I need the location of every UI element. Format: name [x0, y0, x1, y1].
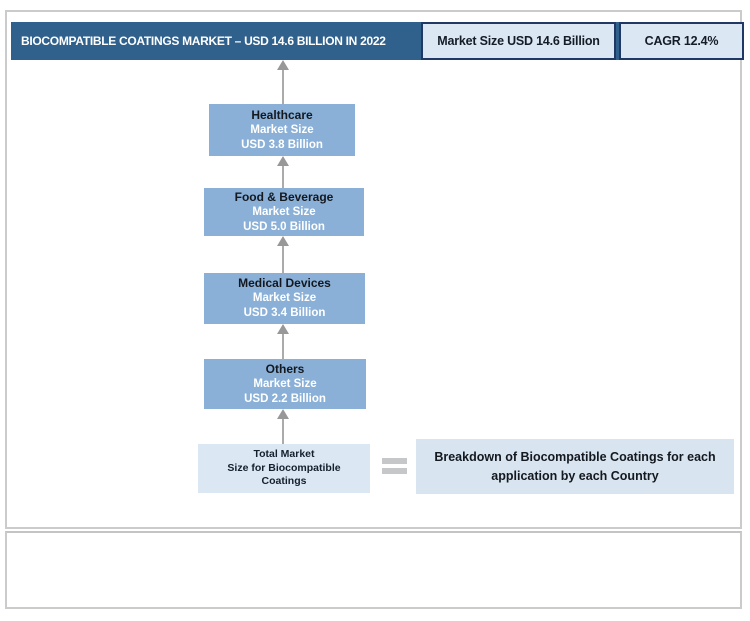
- market-size-badge: Market Size USD 14.6 Billion: [421, 22, 616, 60]
- up-arrow-head: [277, 60, 289, 70]
- footer-panel: [5, 531, 742, 609]
- flow-box-title: Food & Beverage: [234, 189, 334, 204]
- total-market-line: Total Market: [253, 448, 315, 461]
- up-arrow-head: [277, 324, 289, 334]
- flow-box-market-size-label: Market Size: [252, 205, 316, 218]
- total-market-line: Size for Biocompatible: [227, 461, 341, 474]
- flow-box-market-size-label: Market Size: [252, 292, 317, 305]
- up-arrow-shaft: [282, 334, 284, 359]
- flow-box-healthcare: Healthcare Market Size USD 3.8 Billion: [209, 104, 355, 156]
- equals-icon: [382, 458, 407, 474]
- cagr-badge: CAGR 12.4%: [619, 22, 744, 60]
- flow-box-title: Medical Devices: [238, 276, 331, 291]
- market-size-badge-label: Market Size USD 14.6 Billion: [437, 34, 600, 48]
- breakdown-box: Breakdown of Biocompatible Coatings for …: [416, 439, 734, 494]
- flow-box-others: Others Market Size USD 2.2 Billion: [204, 359, 366, 409]
- up-arrow-head: [277, 156, 289, 166]
- up-arrow-shaft: [282, 246, 284, 273]
- flow-box-value: USD 5.0 Billion: [243, 220, 325, 233]
- up-arrow-head: [277, 236, 289, 246]
- flow-box-medical-devices: Medical Devices Market Size USD 3.4 Bill…: [204, 273, 365, 324]
- total-market-box: Total Market Size for Biocompatible Coat…: [198, 444, 370, 493]
- flow-box-value: USD 3.4 Billion: [243, 307, 326, 320]
- total-market-line: Coatings: [261, 475, 307, 488]
- up-arrow-icon: [276, 156, 290, 188]
- up-arrow-icon: [276, 409, 290, 444]
- flow-box-title: Others: [265, 361, 305, 376]
- flow-box-food-beverage: Food & Beverage Market Size USD 5.0 Bill…: [204, 188, 364, 236]
- up-arrow-shaft: [282, 70, 284, 104]
- cagr-badge-label: CAGR 12.4%: [644, 34, 719, 48]
- up-arrow-icon: [276, 324, 290, 359]
- up-arrow-icon: [276, 236, 290, 273]
- breakdown-text: Breakdown of Biocompatible Coatings for …: [434, 450, 716, 483]
- flow-box-market-size-label: Market Size: [250, 123, 314, 136]
- flow-box-title: Healthcare: [251, 107, 313, 122]
- equals-bar: [382, 468, 407, 474]
- equals-bar: [382, 458, 407, 464]
- up-arrow-shaft: [282, 419, 284, 444]
- flow-box-value: USD 3.8 Billion: [241, 138, 323, 151]
- up-arrow-head: [277, 409, 289, 419]
- flow-box-market-size-label: Market Size: [253, 377, 317, 390]
- up-arrow-shaft: [282, 166, 284, 188]
- content-panel: BIOCOMPATIBLE COATINGS MARKET – USD 14.6…: [5, 10, 744, 529]
- up-arrow-icon: [276, 60, 290, 104]
- flow-box-value: USD 2.2 Billion: [244, 392, 326, 405]
- page-title: BIOCOMPATIBLE COATINGS MARKET – USD 14.6…: [21, 34, 386, 48]
